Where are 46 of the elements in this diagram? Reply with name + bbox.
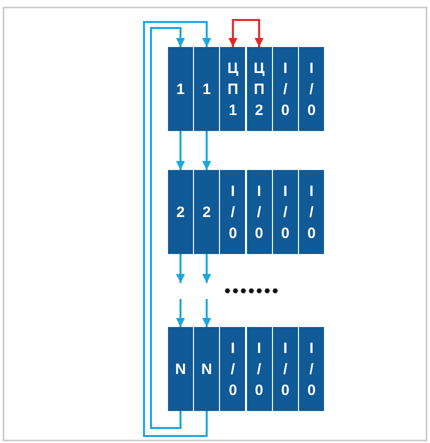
module-block — [220, 327, 246, 411]
module-label: I / 0 — [228, 182, 238, 244]
arrow — [143, 21, 212, 437]
module-block — [299, 47, 324, 131]
module-block — [168, 327, 193, 411]
module-label: I / 0 — [306, 58, 317, 120]
module-block — [246, 47, 272, 131]
arrow — [176, 299, 185, 327]
arrow — [202, 254, 212, 283]
module-label: I / 0 — [280, 58, 290, 120]
module-block — [220, 170, 246, 254]
module-block — [299, 170, 324, 254]
module-label: I / 0 — [254, 338, 264, 400]
module-label: Ц П 1 — [226, 58, 240, 120]
module-block — [194, 170, 220, 254]
module-label: N — [174, 360, 187, 380]
module-label: 2 — [175, 202, 186, 222]
module-block — [194, 47, 220, 131]
arrow — [228, 19, 264, 47]
module-block — [168, 170, 193, 254]
module-block — [246, 327, 272, 411]
module-label: 1 — [175, 80, 186, 100]
module-block — [272, 47, 298, 131]
arrow — [176, 131, 185, 170]
module-block — [299, 327, 324, 411]
module-block — [220, 47, 246, 131]
module-label: Ц П 2 — [252, 58, 266, 120]
arrow — [176, 254, 185, 283]
module-label: 1 — [202, 80, 212, 100]
module-label: I / 0 — [280, 338, 290, 400]
module-label: I / 0 — [228, 338, 238, 400]
module-block — [246, 170, 272, 254]
module-label: I / 0 — [280, 182, 290, 244]
ellipsis-dots: ••••••• — [223, 284, 279, 300]
module-label: I / 0 — [306, 338, 317, 400]
module-block — [272, 170, 298, 254]
arrow — [202, 131, 212, 170]
module-label: I / 0 — [254, 182, 264, 244]
module-block — [168, 47, 193, 131]
module-label: 2 — [202, 202, 212, 222]
module-label: N — [200, 360, 214, 380]
module-label: I / 0 — [306, 182, 317, 244]
arrow — [150, 27, 185, 429]
arrow — [202, 299, 212, 327]
module-block — [272, 327, 298, 411]
module-block — [194, 327, 220, 411]
